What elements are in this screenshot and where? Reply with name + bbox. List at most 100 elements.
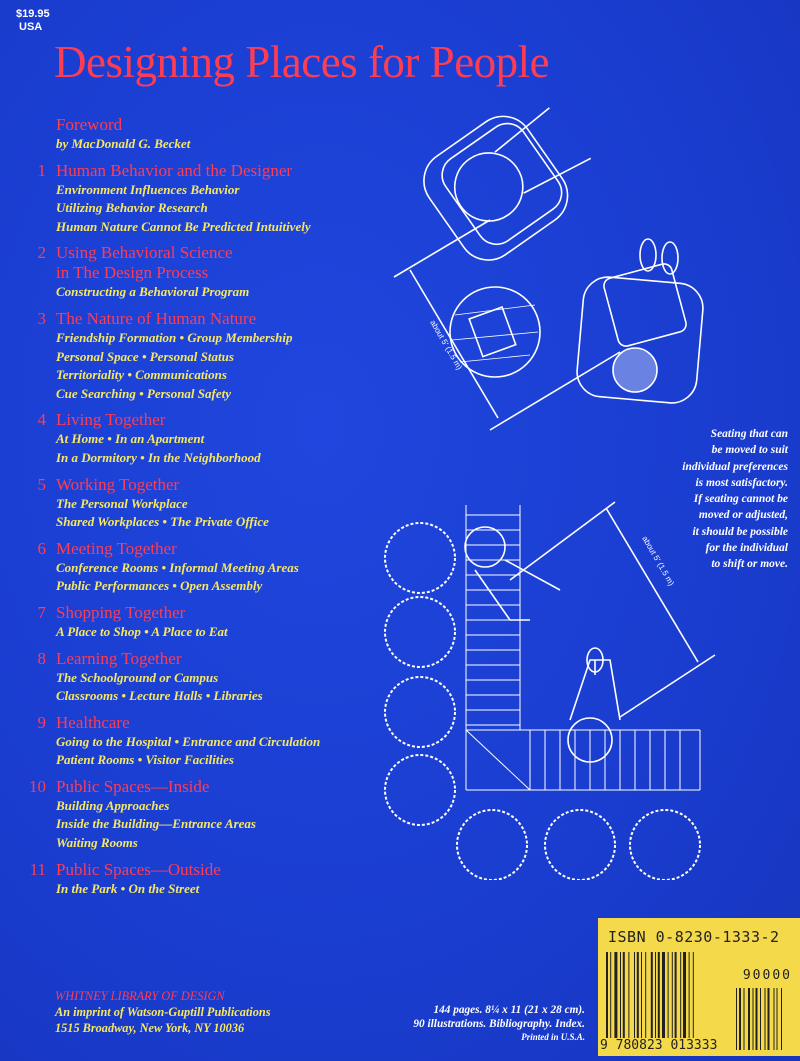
ean-number: 9 780823 013333: [600, 1038, 720, 1053]
barcode-icon: [606, 952, 782, 1050]
chapter-topic: In the Park • On the Street: [56, 880, 200, 896]
chapter-topic: Building Approaches: [56, 797, 170, 813]
barcode-bar: [657, 952, 660, 1050]
barcode-bar: [767, 988, 770, 1050]
chapter-number: 1: [37, 160, 47, 180]
barcode-label: ISBN 0-8230-1333-2 90000 9 780823 013333: [598, 918, 800, 1056]
seated-person-right: [576, 238, 704, 404]
barcode-bar: [671, 952, 673, 1050]
barcode-bar: [610, 952, 612, 1050]
barcode-bar: [655, 952, 656, 1050]
chapter-title: Learning Together: [56, 648, 182, 668]
chapter-topic: Constructing a Behavioral Program: [56, 284, 250, 300]
chapter-topic: Inside the Building—Entrance Areas: [56, 816, 256, 832]
barcode-bar: [776, 988, 778, 1050]
chapter-topic: Personal Space • Personal Status: [56, 348, 234, 364]
chapter-title: Foreword: [56, 115, 123, 134]
chapter-number: 10: [29, 776, 46, 796]
chapter-number: 9: [37, 712, 47, 732]
caption-line: is most satisfactory.: [695, 476, 788, 489]
chapter-topic: Conference Rooms • Informal Meeting Area…: [56, 559, 299, 575]
barcode-bar: [760, 988, 761, 1050]
publisher-info: WHITNEY LIBRARY OF DESIGN An imprint of …: [55, 988, 270, 1036]
barcode-bar: [645, 952, 647, 1050]
barcode-bar: [634, 952, 635, 1050]
caption-line: If seating cannot be: [693, 493, 788, 506]
chapter-topic: Friendship Formation • Group Membership: [56, 329, 293, 345]
chapter-number: 4: [37, 410, 47, 430]
chapter-number: 6: [37, 538, 47, 558]
caption-line: it should be possible: [692, 525, 788, 538]
barcode-bar: [606, 952, 608, 1050]
caption-line: for the individual: [705, 542, 788, 555]
chapter-number: 7: [37, 602, 47, 622]
barcode-bar: [636, 952, 639, 1050]
chapter-topic: Public Performances • Open Assembly: [56, 578, 263, 594]
barcode-bar: [743, 988, 745, 1050]
chapter-number: 11: [29, 859, 46, 879]
chapter-number: 3: [37, 308, 47, 328]
barcode-bar: [739, 988, 741, 1050]
caption-line: to shift or move.: [711, 558, 788, 571]
publisher-imprint: WHITNEY LIBRARY OF DESIGN: [55, 989, 225, 1003]
isbn-text: ISBN 0-8230-1333-2: [608, 928, 780, 946]
barcode-bar: [781, 988, 782, 1050]
chapter-topic: Classrooms • Lecture Halls • Libraries: [56, 688, 263, 704]
chapter-topic: Patient Rooms • Visitor Facilities: [56, 752, 234, 768]
chapter-number: 5: [37, 474, 47, 494]
dimension-line: [393, 219, 621, 431]
barcode-bar: [736, 988, 737, 1050]
round-table: [449, 286, 541, 378]
specs-illustrations: 90 illustrations. Bibliography. Index.: [413, 1017, 585, 1030]
barcode-bar: [662, 952, 665, 1050]
chapter-title: Meeting Together: [56, 538, 177, 558]
chapter-number: 8: [37, 648, 47, 668]
barcode-bar: [683, 952, 686, 1050]
chapter-topic: A Place to Shop • A Place to Eat: [56, 623, 228, 639]
caption-line: individual preferences: [682, 460, 788, 473]
chapter-title: Public Spaces—Outside: [56, 859, 221, 879]
barcode-bar: [667, 952, 669, 1050]
caption-line: moved or adjusted,: [698, 509, 788, 522]
barcode-bar: [688, 952, 690, 1050]
barcode-addon: 90000: [742, 968, 792, 983]
chapter-topic: Environment Influences Behavior: [56, 181, 240, 197]
barcode-bar: [628, 952, 630, 1050]
chapter-title: Living Together: [56, 410, 166, 430]
barcode-bar: [752, 988, 754, 1050]
book-title: Designing Places for People: [54, 37, 550, 87]
chapter-topic: Utilizing Behavior Research: [56, 200, 208, 216]
chapter-title: in The Design Process: [56, 263, 209, 283]
chapter-title: Working Together: [56, 474, 180, 494]
chapter-topic: Waiting Rooms: [56, 835, 138, 851]
chapter-topic: The Schoolground or Campus: [56, 669, 219, 685]
chapter-topic: by MacDonald G. Becket: [56, 136, 191, 151]
seated-person-top: [423, 107, 592, 261]
toc-chapter: Foreword by MacDonald G. Becket: [0, 115, 380, 154]
dimension-line: [509, 501, 716, 718]
chapter-title: Using Behavioral Science: [56, 243, 233, 263]
chapter-title: Public Spaces—Inside: [56, 776, 210, 796]
barcode-bar: [620, 952, 621, 1050]
seating-illustration: about 5' (1.5 m) about 5' (1: [384, 107, 716, 880]
chapter-topic: Human Nature Cannot Be Predicted Intuiti…: [56, 218, 311, 234]
barcode-bar: [755, 988, 758, 1050]
price-country: USA: [19, 21, 43, 33]
barcode-bar: [692, 952, 694, 1050]
bench-person-bottom: [567, 647, 621, 763]
barcode-bar: [650, 952, 653, 1050]
dimension-label: about 5' (1.5 m): [428, 319, 464, 372]
chapter-topic: The Personal Workplace: [56, 495, 188, 511]
barcode-bar: [641, 952, 642, 1050]
publisher-line: An imprint of Watson-Guptill Publication…: [55, 1005, 271, 1019]
bench-person-left: [464, 526, 561, 621]
